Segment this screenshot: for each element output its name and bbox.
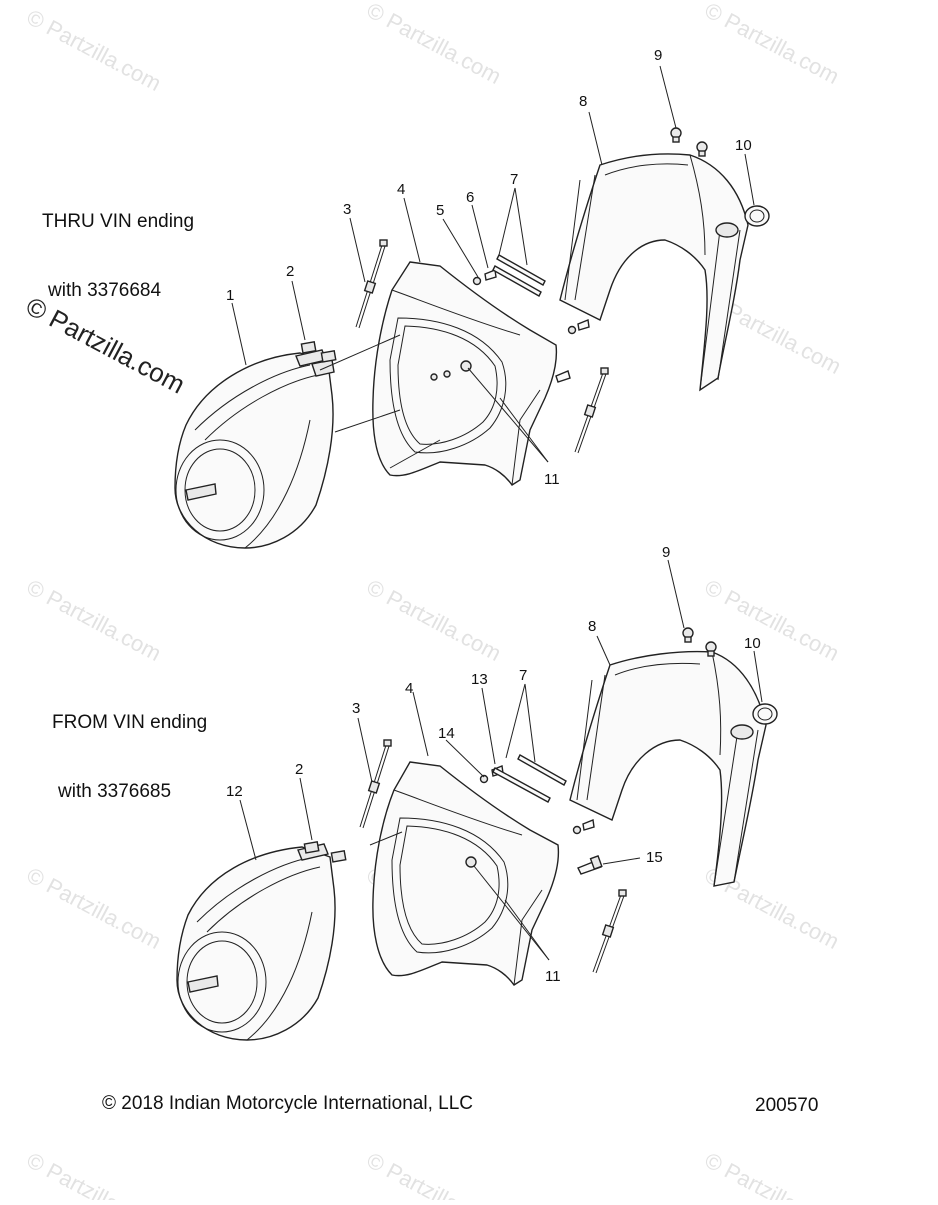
- top-assembly: 1 2 3 4 5 6 7 8 9 10 11: [174, 47, 770, 549]
- watermark-text: © Partzilla.com: [23, 1147, 166, 1200]
- diagram-number: 200570: [755, 1095, 819, 1116]
- watermark-text: © Partzilla.com: [701, 0, 844, 89]
- seal-strip-part: [492, 754, 567, 803]
- callout-4: 4: [397, 181, 405, 198]
- callout-8: 8: [579, 93, 587, 110]
- callout-7: 7: [519, 667, 527, 684]
- callout-2: 2: [286, 263, 294, 280]
- inner-fairing-part: [372, 261, 558, 486]
- section-label-line2: with 3376684: [48, 280, 162, 301]
- outer-fairing-part: [176, 843, 336, 1041]
- callout-9: 9: [662, 544, 670, 561]
- leader-lines: [231, 65, 755, 469]
- callout-2: 2: [295, 761, 303, 778]
- watermark-text: © Partzilla.com: [363, 0, 506, 89]
- watermark-text: © Partzilla.com: [701, 1147, 844, 1200]
- watermark-text: © Partzilla.com: [363, 574, 506, 666]
- callout-13: 13: [471, 671, 488, 688]
- callout-5: 5: [436, 202, 444, 219]
- watermark-text: © Partzilla.com: [23, 862, 166, 954]
- fastener-part: [670, 127, 708, 157]
- callout-12: 12: [226, 783, 243, 800]
- seal-strip-part: [492, 254, 546, 297]
- callout-14: 14: [438, 725, 455, 742]
- clip-part: [303, 841, 347, 863]
- callout-labels: 1 2 3 4 5 6 7 8 9 10 11: [226, 47, 752, 488]
- section-label-line1: THRU VIN ending: [42, 211, 195, 232]
- watermark-text: © Partzilla.com: [363, 1147, 506, 1200]
- clip-part: [300, 341, 337, 363]
- outer-fairing-part: [174, 349, 335, 549]
- callout-11: 11: [544, 471, 560, 488]
- callout-1: 1: [226, 287, 234, 304]
- fork-cover-part: [569, 650, 767, 887]
- section-label-line2: with 3376685: [58, 781, 172, 802]
- section-label-thru-vin: THRU VIN ending with 3376684: [42, 164, 194, 325]
- callout-4: 4: [405, 680, 413, 697]
- callout-3: 3: [352, 700, 360, 717]
- section-label-line1: FROM VIN ending: [52, 712, 208, 733]
- fastener-part: [682, 627, 717, 657]
- watermark-text: © Partzilla.com: [23, 574, 166, 666]
- callout-7: 7: [510, 171, 518, 188]
- callout-10: 10: [744, 635, 761, 652]
- section-label-from-vin: FROM VIN ending with 3376685: [52, 665, 207, 826]
- inner-fairing-part: [372, 761, 560, 986]
- callout-3: 3: [343, 201, 351, 218]
- screw-part: [472, 269, 590, 383]
- cable-tie-part: [355, 239, 388, 329]
- grommet-part: [744, 205, 770, 227]
- callout-15: 15: [646, 849, 663, 866]
- screw-part: [479, 765, 603, 875]
- grommet-part: [752, 703, 778, 725]
- callout-10: 10: [735, 137, 752, 154]
- callout-8: 8: [588, 618, 596, 635]
- callout-6: 6: [466, 189, 474, 206]
- cable-tie-part: [574, 367, 609, 454]
- cable-tie-part: [592, 889, 627, 974]
- callout-9: 9: [654, 47, 662, 64]
- bottom-assembly: 12 2 3 4 14 13 7 8 9 10 15 11: [176, 544, 778, 1041]
- watermark-text: © Partzilla.com: [23, 4, 166, 96]
- fork-cover-part: [559, 153, 749, 392]
- cable-tie-part: [359, 739, 392, 829]
- callout-11: 11: [545, 968, 561, 985]
- leader-lines: [239, 559, 763, 961]
- copyright-text: © 2018 Indian Motorcycle International, …: [102, 1093, 473, 1114]
- watermark-text: © Partzilla.com: [701, 574, 844, 666]
- callout-labels: 12 2 3 4 14 13 7 8 9 10 15 11: [226, 544, 761, 985]
